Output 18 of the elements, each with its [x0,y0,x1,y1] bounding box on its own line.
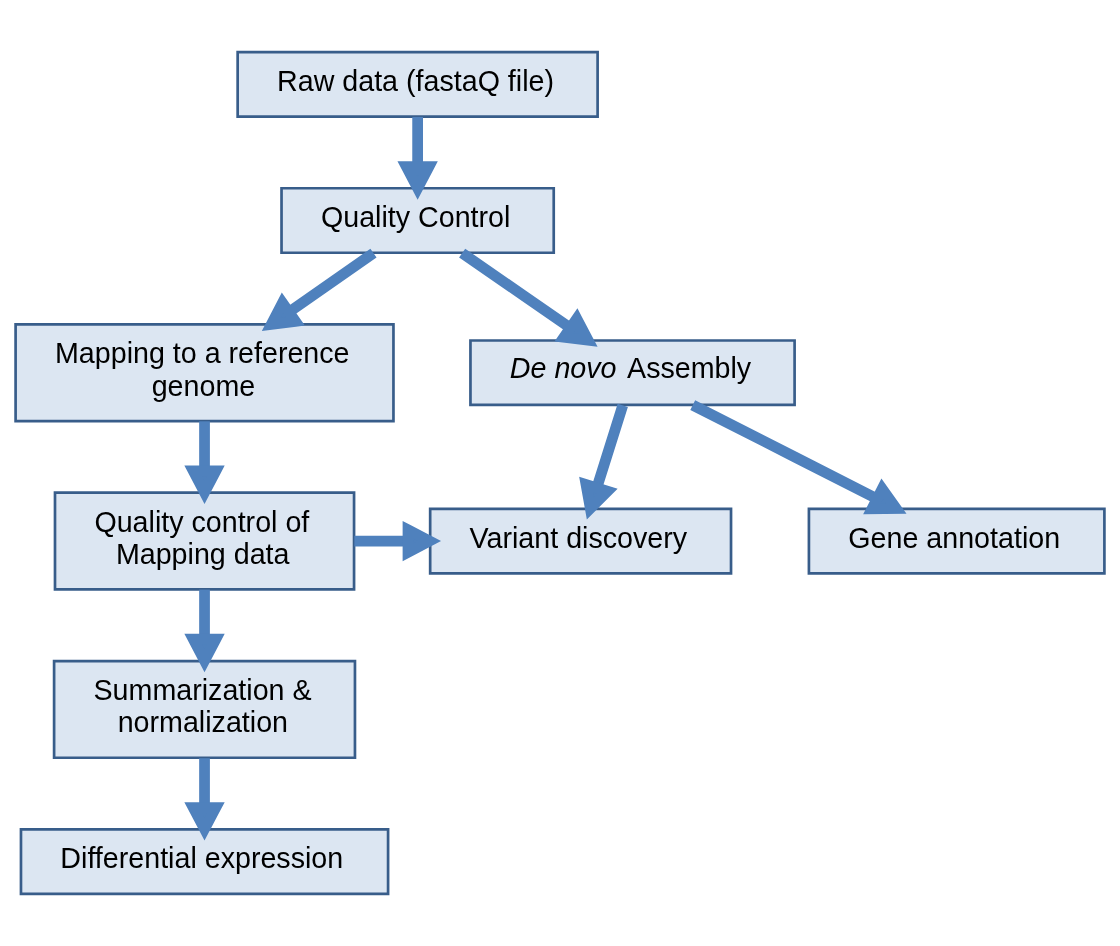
arrow [459,248,598,347]
arrow [184,758,225,841]
node-box: Raw data (fastaQ file) [236,50,599,118]
arrow [690,400,907,515]
arrow [397,116,438,200]
arrow [354,520,442,562]
node-box: Summarization & normalization [52,659,357,760]
node-box: Quality control of Mapping data [53,491,356,591]
node-box: Variant discovery [428,507,733,575]
node-box: Differential expression [19,828,390,896]
arrow [184,421,225,504]
arrow [261,248,377,331]
node-box: De novo Assembly [469,339,796,407]
node-box: Mapping to a reference genome [14,323,395,423]
node-box: Gene annotation [807,507,1106,575]
arrow [579,403,628,520]
arrow [184,589,225,673]
node-box: Quality Control [280,186,556,255]
